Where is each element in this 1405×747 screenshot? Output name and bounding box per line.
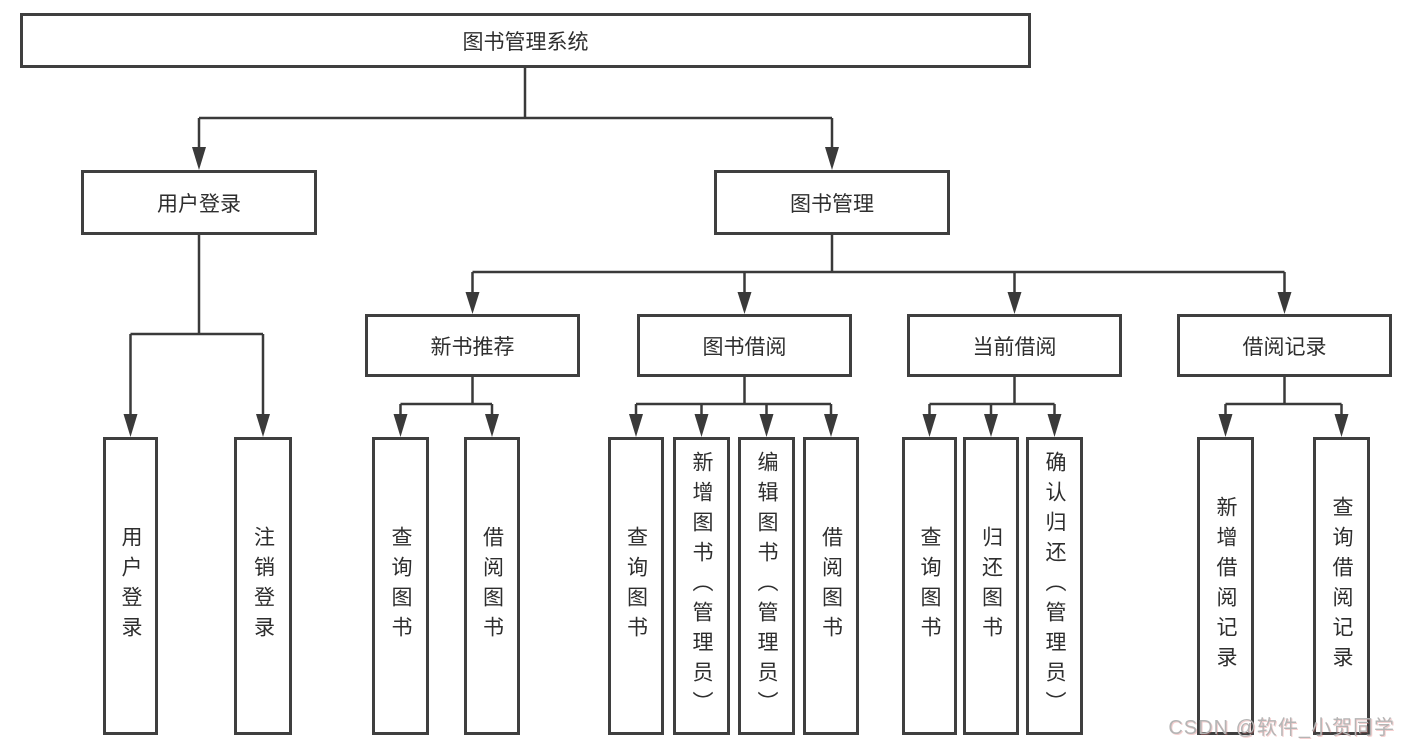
node-new-book-recommendation: 新书推荐: [365, 314, 580, 377]
leaf-query-books-borrowing: 查询图书: [608, 437, 664, 735]
node-book-management: 图书管理: [714, 170, 950, 235]
leaf-query-borrow-record: 查询借阅记录: [1313, 437, 1370, 735]
leaf-borrow-books-borrowing: 借阅图书: [803, 437, 859, 735]
watermark: CSDN @软件_小贺同学: [1168, 717, 1395, 739]
leaf-return-books: 归还图书: [963, 437, 1019, 735]
leaf-query-books-current: 查询图书: [902, 437, 957, 735]
node-borrowing-records: 借阅记录: [1177, 314, 1392, 377]
node-library-management-system: 图书管理系统: [20, 13, 1031, 68]
leaf-edit-books-admin: 编辑图书（管理员）: [738, 437, 795, 735]
leaf-user-login: 用户登录: [103, 437, 158, 735]
leaf-borrow-books-recommend: 借阅图书: [464, 437, 520, 735]
leaf-logout: 注销登录: [234, 437, 292, 735]
leaf-add-books-admin: 新增图书（管理员）: [673, 437, 730, 735]
leaf-confirm-return-admin: 确认归还（管理员）: [1026, 437, 1083, 735]
node-book-borrowing: 图书借阅: [637, 314, 852, 377]
node-current-borrowing: 当前借阅: [907, 314, 1122, 377]
leaf-query-books-recommend: 查询图书: [372, 437, 429, 735]
arrowhead-icons: [123, 147, 1349, 437]
node-user-login: 用户登录: [81, 170, 317, 235]
leaf-add-borrow-record: 新增借阅记录: [1197, 437, 1254, 735]
